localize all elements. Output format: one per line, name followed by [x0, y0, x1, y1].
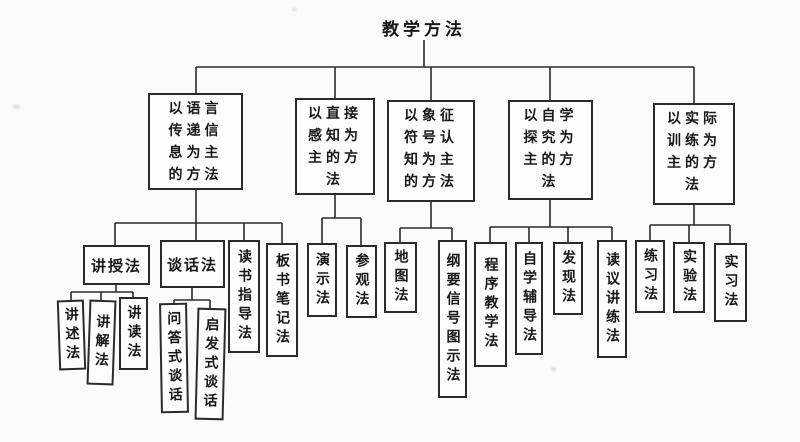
node-self-study-tutoring: 自学辅导法: [515, 242, 543, 355]
node-visit: 参观法: [346, 245, 377, 318]
node-demonstration: 演示法: [307, 243, 337, 317]
node-heuristic-conversation: 启发式谈话: [194, 307, 227, 421]
node-explanation: 讲解法: [86, 299, 117, 386]
scan-speck: [13, 105, 20, 109]
root-title: 教学方法: [382, 20, 466, 40]
branch-language-based: 以语言 传递信 息为主 的方法: [148, 93, 243, 190]
branch-self-study-inquiry: 以自学 探究为 主的方 法: [508, 100, 593, 200]
node-practice: 练习法: [635, 240, 665, 313]
node-map: 地图法: [384, 242, 417, 313]
scan-speck: [551, 367, 556, 371]
node-reading-guidance: 读书指导法: [228, 240, 260, 353]
node-outline-signal-diagram: 纲要信号图示法: [438, 240, 467, 398]
node-experiment: 实验法: [673, 242, 705, 313]
node-narration: 讲述法: [56, 299, 87, 371]
node-board-notes: 板书笔记法: [266, 243, 298, 357]
branch-symbol-cognition: 以象征 符号认 知为主 的方法: [387, 100, 475, 202]
node-lecture-reading: 讲读法: [119, 297, 148, 370]
node-fieldwork: 实习法: [714, 243, 747, 322]
node-lecture: 讲授法: [83, 245, 150, 285]
branch-direct-perception: 以直接 感知为 主的方 法: [295, 98, 375, 195]
scan-speck: [292, 8, 297, 11]
node-conversation: 谈话法: [160, 240, 225, 288]
branch-practical-training: 以实际 训练为 主的方 法: [653, 103, 735, 205]
node-discovery: 发现法: [553, 242, 583, 315]
node-read-discuss-lecture-practice: 读议讲练法: [597, 240, 627, 358]
node-programmed-teaching: 程序教学法: [474, 242, 507, 367]
node-qa-conversation: 问答式谈话: [159, 302, 189, 414]
